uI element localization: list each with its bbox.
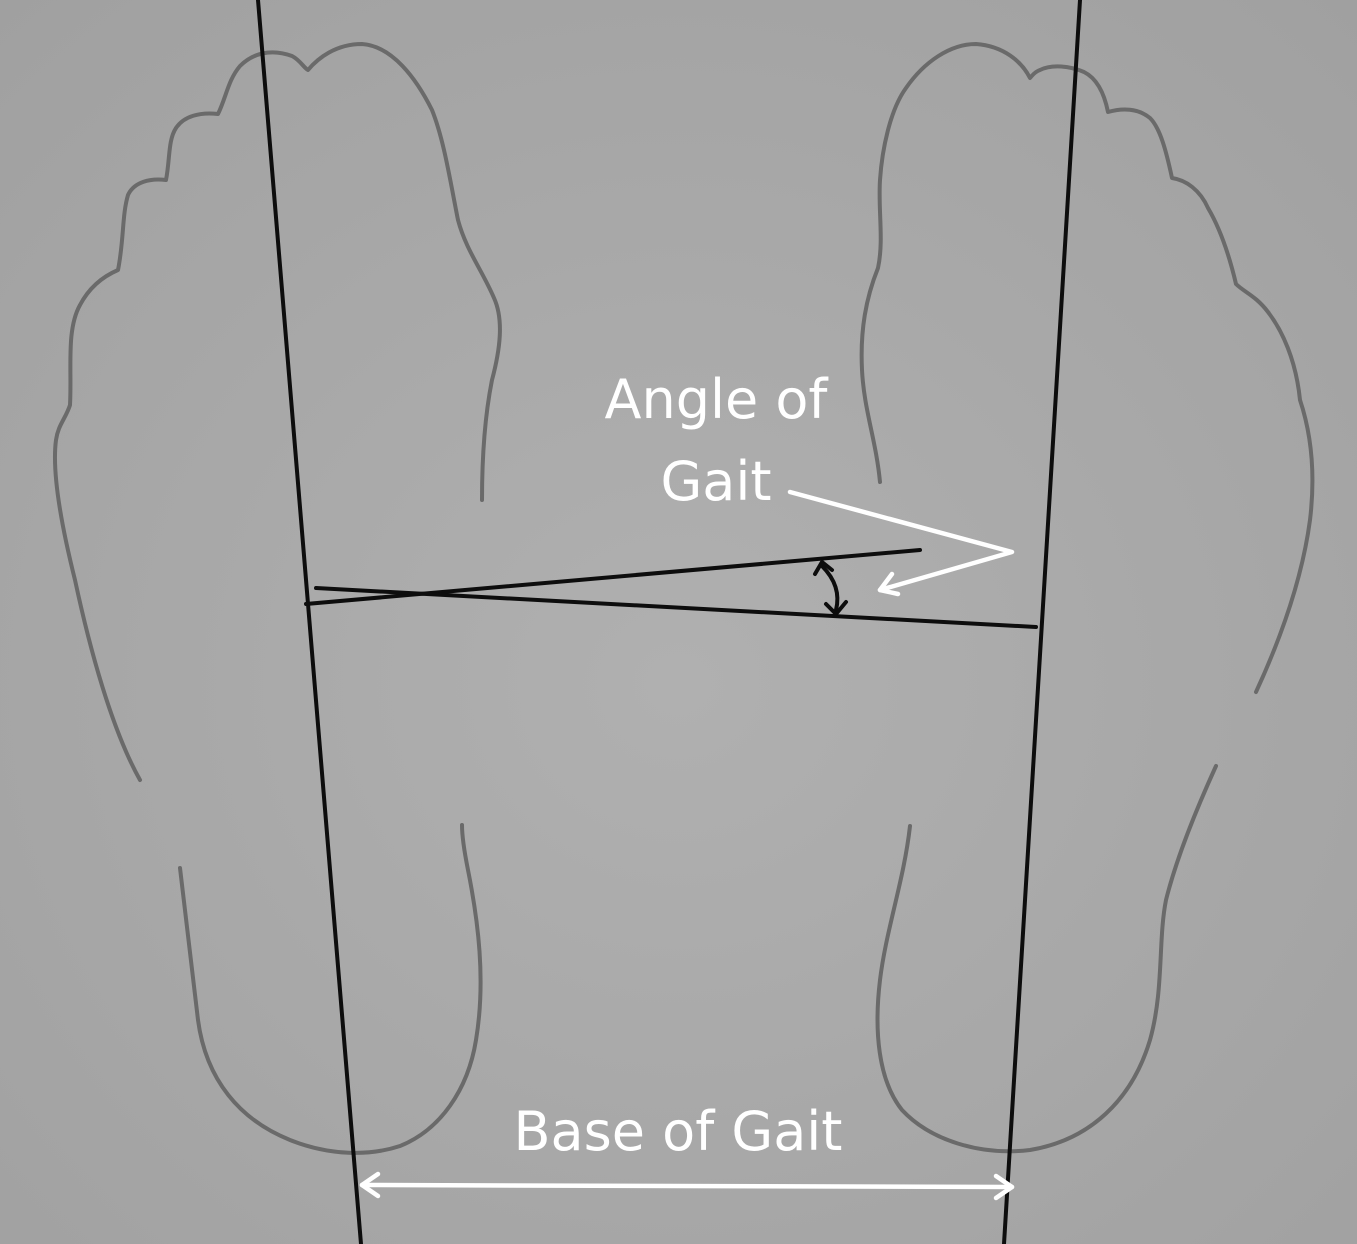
angle-leader-arrow [787,489,1015,597]
left-foot-heel-outline [178,823,483,1155]
foot-axis-line-lower [314,586,1038,629]
angle-of-gait-label-line1: Angle of [605,368,830,431]
left-progression-line [256,0,363,1244]
base-of-gait-arrow [359,1171,1015,1201]
right-foot-forefoot-outline [859,42,1315,694]
right-foot-heel-outline [875,764,1218,1154]
right-progression-line [1002,0,1082,1244]
base-of-gait-label: Base of Gait [514,1100,843,1163]
angle-arc-indicator [813,558,848,617]
angle-of-gait-label-line2: Gait [660,450,771,513]
left-foot-forefoot-outline [52,42,502,782]
